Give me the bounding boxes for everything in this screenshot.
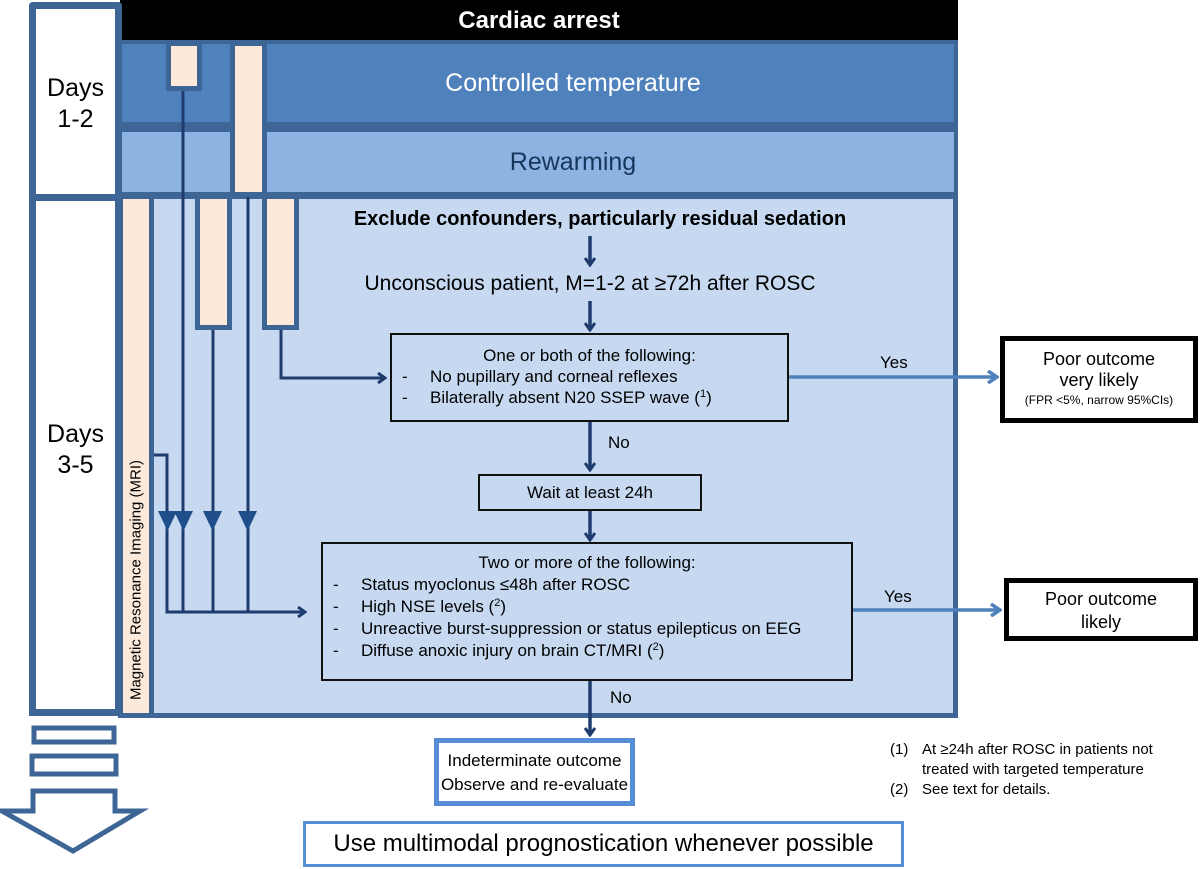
criteria-item: Bilaterally absent N20 SSEP wave (1) bbox=[392, 387, 787, 408]
timing-bar-1 bbox=[166, 41, 202, 91]
criteria-item: High NSE levels (2) bbox=[323, 596, 851, 618]
timing-bar-3 bbox=[195, 194, 232, 330]
criteria-item: No pupillary and corneal reflexes bbox=[392, 366, 787, 387]
indeterminate-outcome: Indeterminate outcome Observe and re-eva… bbox=[434, 738, 635, 806]
unconscious-patient: Unconscious patient, M=1-2 at ≥72h after… bbox=[364, 272, 816, 295]
criteria-item: Status myoclonus ≤48h after ROSC bbox=[323, 574, 851, 596]
cardiac-arrest-label: Cardiac arrest bbox=[458, 7, 620, 34]
criteria-box-2-title: Two or more of the following: bbox=[478, 553, 696, 572]
criteria-box-2: Two or more of the following: Status myo… bbox=[321, 542, 853, 681]
mri-bar bbox=[118, 194, 154, 718]
big-down-arrow-icon bbox=[0, 788, 150, 854]
no-label-1: No bbox=[608, 433, 630, 452]
timeline-bar-b bbox=[29, 753, 119, 777]
yes-label-2: Yes bbox=[884, 587, 912, 606]
footnote-2: (2) See text for details. bbox=[890, 781, 1051, 798]
days-1-2-label: Days 1-2 bbox=[29, 2, 122, 198]
exclude-confounders: Exclude confounders, particularly residu… bbox=[353, 208, 847, 230]
days-3-5-label: Days 3-5 bbox=[29, 194, 122, 716]
timing-bar-4 bbox=[262, 194, 299, 330]
wait-box: Wait at least 24h bbox=[478, 474, 702, 511]
timeline-bar-a bbox=[31, 725, 117, 745]
cardiac-arrest-header: Cardiac arrest bbox=[120, 0, 958, 42]
criteria-item: Diffuse anoxic injury on brain CT/MRI (2… bbox=[323, 640, 851, 662]
outcome-very-likely: Poor outcome very likely (FPR <5%, narro… bbox=[1000, 336, 1198, 423]
controlled-temperature-label: Controlled temperature bbox=[445, 68, 701, 97]
timing-bar-2 bbox=[230, 41, 267, 197]
criteria-box-1: One or both of the following: No pupilla… bbox=[390, 333, 789, 422]
yes-label-1: Yes bbox=[880, 353, 908, 372]
footnotes: (1) At ≥24h after ROSC in patients not t… bbox=[890, 740, 1190, 800]
outcome-likely: Poor outcome likely bbox=[1004, 578, 1198, 641]
criteria-item: Unreactive burst-suppression or status e… bbox=[323, 618, 851, 640]
no-label-2: No bbox=[610, 688, 632, 707]
rewarming-label: Rewarming bbox=[509, 147, 637, 176]
multimodal-note: Use multimodal prognostication whenever … bbox=[303, 821, 904, 867]
criteria-box-1-title: One or both of the following: bbox=[483, 346, 696, 365]
footnote-1: (1) At ≥24h after ROSC in patients not t… bbox=[890, 741, 1153, 778]
